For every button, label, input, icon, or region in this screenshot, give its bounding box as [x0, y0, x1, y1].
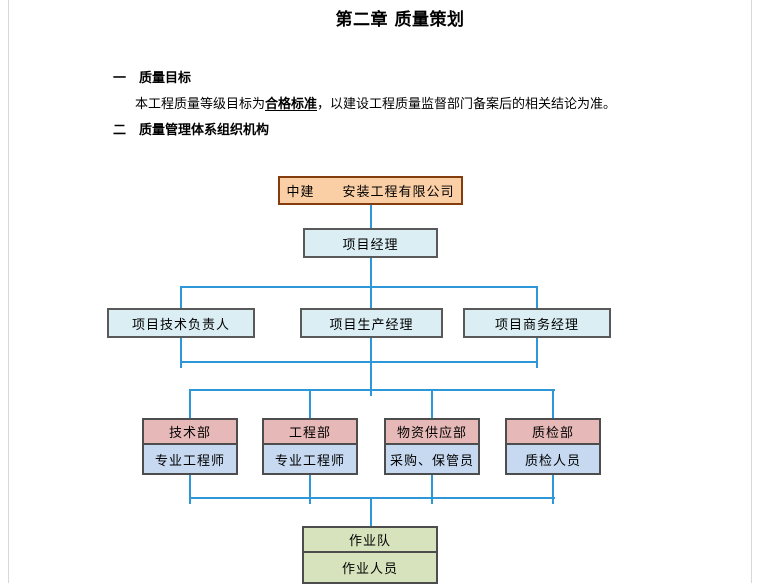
- org-node-project-manager: 项目经理: [303, 228, 438, 258]
- page-left-edge: [8, 0, 9, 583]
- dept-name: 物资供应部: [386, 420, 478, 445]
- team-staff: 作业人员: [304, 553, 436, 582]
- connector-line: [552, 471, 554, 504]
- org-node-work-team: 作业队 作业人员: [302, 526, 438, 584]
- connector-line: [309, 389, 311, 418]
- connector-line: [189, 497, 555, 499]
- org-node-production-manager: 项目生产经理: [300, 308, 443, 338]
- connector-line: [431, 471, 433, 504]
- chapter-title: 第二章 质量策划: [335, 10, 465, 30]
- connector-line: [370, 338, 372, 396]
- connector-line: [180, 338, 182, 368]
- page-right-edge: [751, 0, 752, 583]
- org-node-supply-dept: 物资供应部 采购、保管员: [384, 418, 480, 475]
- dept-staff: 专业工程师: [264, 445, 356, 473]
- paragraph-text-pre: 本工程质量等级目标为: [135, 97, 266, 112]
- paragraph-emphasis: 合格标准: [265, 97, 318, 112]
- connector-line: [189, 471, 191, 504]
- connector-line: [180, 361, 538, 363]
- dept-name: 工程部: [264, 420, 356, 445]
- connector-line: [370, 497, 372, 526]
- connector-line: [180, 286, 538, 288]
- connector-line: [180, 286, 182, 308]
- dept-staff: 专业工程师: [144, 445, 236, 473]
- connector-line: [536, 338, 538, 368]
- dept-name: 质检部: [507, 420, 599, 445]
- section-heading-org-structure: 二 质量管理体系组织机构: [113, 123, 270, 138]
- org-node-technical-director: 项目技术负责人: [107, 308, 255, 338]
- org-node-qc-dept: 质检部 质检人员: [505, 418, 601, 475]
- team-name: 作业队: [304, 528, 436, 553]
- org-node-company: 中建 安装工程有限公司: [278, 176, 463, 205]
- org-node-commercial-manager: 项目商务经理: [463, 308, 611, 338]
- paragraph-text-post: ，以建设工程质量监督部门备案后的相关结论为准。: [317, 97, 617, 112]
- connector-line: [552, 389, 554, 418]
- org-node-engineering-dept: 工程部 专业工程师: [262, 418, 358, 475]
- dept-staff: 采购、保管员: [386, 445, 478, 473]
- quality-goal-paragraph: 本工程质量等级目标为合格标准，以建设工程质量监督部门备案后的相关结论为准。: [135, 93, 616, 112]
- section-heading-quality-goal: 一 质量目标: [113, 71, 192, 86]
- dept-staff: 质检人员: [507, 445, 599, 473]
- connector-line: [431, 389, 433, 418]
- connector-line: [536, 286, 538, 308]
- connector-line: [370, 205, 372, 228]
- org-node-tech-dept: 技术部 专业工程师: [142, 418, 238, 475]
- connector-line: [189, 389, 191, 418]
- connector-line: [309, 471, 311, 504]
- dept-name: 技术部: [144, 420, 236, 445]
- connector-line: [370, 258, 372, 308]
- connector-line: [189, 389, 555, 391]
